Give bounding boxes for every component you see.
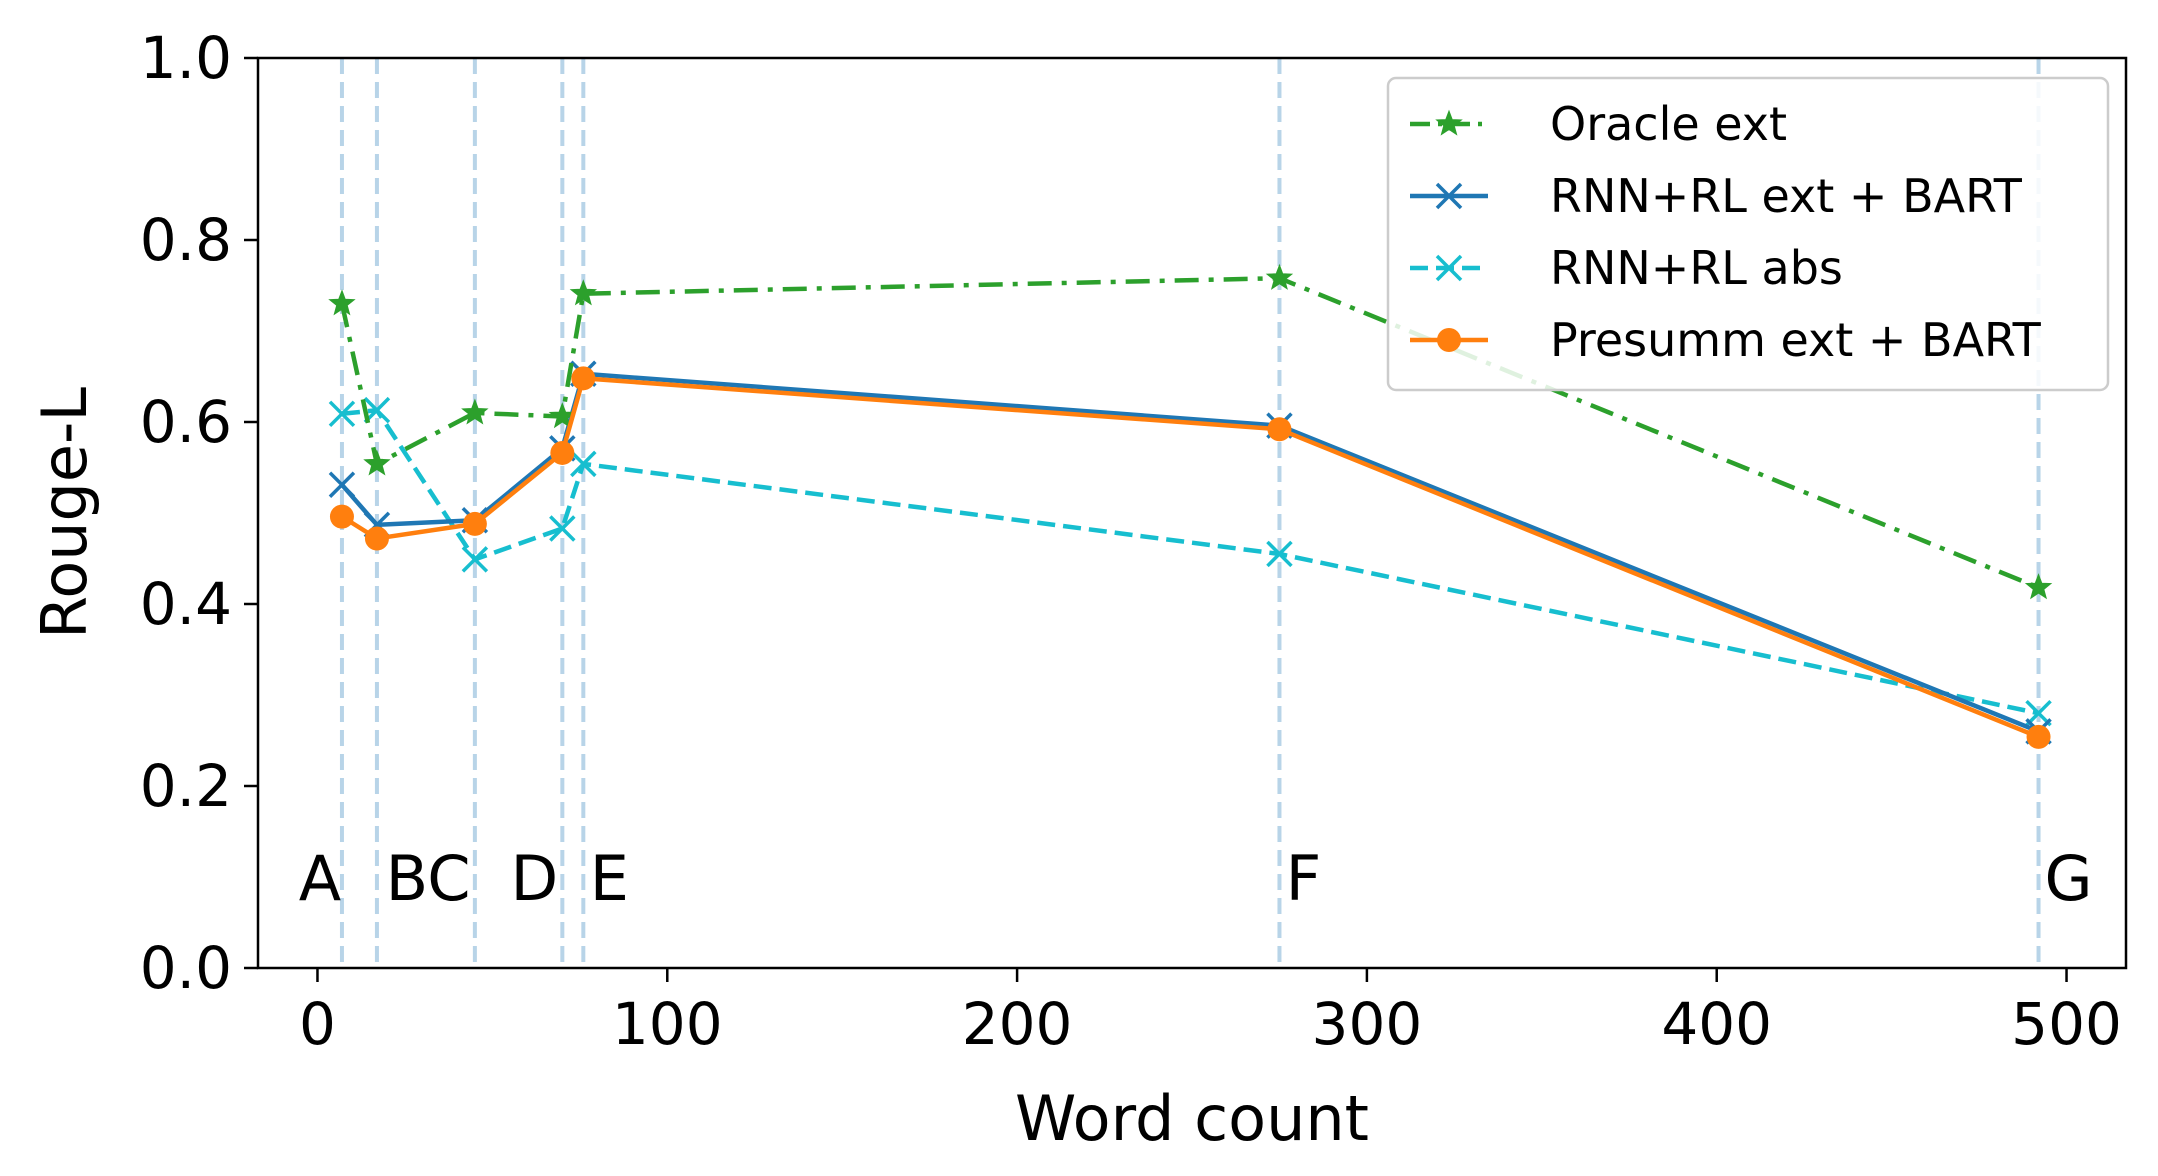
legend-label: RNN+RL abs — [1550, 241, 1843, 295]
legend-entry-oracle-ext: Oracle ext — [1410, 97, 1787, 151]
plot-frame — [256, 56, 2128, 970]
legend-entry-rnn-rl-abs: RNN+RL abs — [1410, 241, 1843, 295]
y-tick-label: 0.2 — [140, 752, 232, 820]
legend-entry-presumm-ext-bart: Presumm ext + BART — [1410, 313, 2042, 367]
vertical-reference-lines — [339, 58, 2041, 968]
data-point-presumm-ext-bart — [329, 504, 354, 529]
data-point-rnn-rl-abs-stroke — [461, 546, 489, 573]
x-axis-label: Word count — [1015, 1082, 1369, 1155]
data-point-rnn-rl-abs — [1266, 540, 1293, 568]
legend-swatch-marker — [1437, 328, 1461, 352]
data-point-rnn-rl-ext-bart-stroke — [328, 471, 356, 499]
data-point-oracle-ext — [461, 398, 489, 425]
data-point-presumm-ext-bart — [571, 366, 596, 391]
reference-label-c: C — [427, 842, 470, 915]
y-tick-label: 1.0 — [140, 24, 232, 92]
y-axis-label: Rouge-L — [28, 387, 101, 639]
axes: 0 100 200 300 400 500 0.0 0.2 0.4 0.6 0.8 1.0 — [140, 24, 2122, 1058]
legend-swatch-marker — [1435, 182, 1463, 210]
series-presumm-ext-bart — [329, 366, 2051, 749]
data-point-rnn-rl-abs-stroke — [549, 515, 576, 542]
legend-swatch-marker-stroke — [1435, 182, 1463, 210]
data-point-rnn-rl-abs — [461, 546, 489, 573]
reference-label-d: D — [510, 842, 558, 915]
x-tick-label: 300 — [1312, 990, 1423, 1058]
series-rnn-rl-abs — [328, 396, 2052, 727]
legend-swatch-marker — [1435, 254, 1463, 282]
data-point-rnn-rl-abs-stroke — [1266, 540, 1293, 568]
legend-swatch-marker-stroke — [1435, 254, 1463, 282]
data-point-rnn-rl-abs-stroke — [328, 400, 356, 428]
y-tick-label: 0.4 — [140, 570, 232, 638]
x-tick-label: 100 — [612, 990, 723, 1058]
data-point-presumm-ext-bart — [462, 511, 487, 536]
y-tick-label: 0.8 — [140, 206, 232, 274]
data-point-rnn-rl-abs — [570, 450, 597, 478]
x-tick-label: 400 — [1661, 990, 1772, 1058]
y-tick-label: 0.6 — [140, 388, 232, 456]
reference-label-f: F — [1286, 842, 1322, 915]
data-point-presumm-ext-bart — [364, 526, 389, 551]
reference-label-a: A — [299, 842, 341, 915]
series-oracle-ext — [328, 263, 2053, 600]
series-layer — [328, 263, 2053, 749]
legend-swatch-marker — [1435, 109, 1463, 136]
reference-label-e: E — [590, 842, 629, 915]
data-point-presumm-ext-bart — [1267, 417, 1292, 442]
data-point-rnn-rl-ext-bart — [328, 471, 356, 499]
data-point-rnn-rl-abs-stroke — [570, 450, 597, 478]
data-point-oracle-ext — [1265, 263, 1294, 290]
reference-label-g: G — [2045, 842, 2093, 915]
data-point-oracle-ext — [569, 279, 598, 306]
x-tick-label: 200 — [962, 990, 1073, 1058]
x-tick-label: 500 — [2011, 990, 2122, 1058]
reference-label-b: B — [386, 842, 429, 915]
data-point-presumm-ext-bart — [550, 440, 575, 465]
data-point-oracle-ext — [2024, 573, 2053, 600]
data-point-oracle-ext — [363, 449, 391, 476]
x-tick-label: 0 — [299, 990, 336, 1058]
y-tick-label: 0.0 — [140, 934, 232, 1002]
data-point-rnn-rl-abs — [549, 515, 576, 542]
legend-label: Oracle ext — [1550, 97, 1787, 151]
legend-entry-rnn-rl-ext-bart: RNN+RL ext + BART — [1410, 169, 2023, 223]
legend-box — [1386, 76, 2110, 392]
data-point-oracle-ext — [328, 289, 356, 316]
data-point-rnn-rl-abs — [328, 400, 356, 428]
legend-label: RNN+RL ext + BART — [1550, 169, 2023, 223]
legend-label: Presumm ext + BART — [1550, 313, 2042, 367]
data-point-presumm-ext-bart — [2026, 724, 2051, 749]
